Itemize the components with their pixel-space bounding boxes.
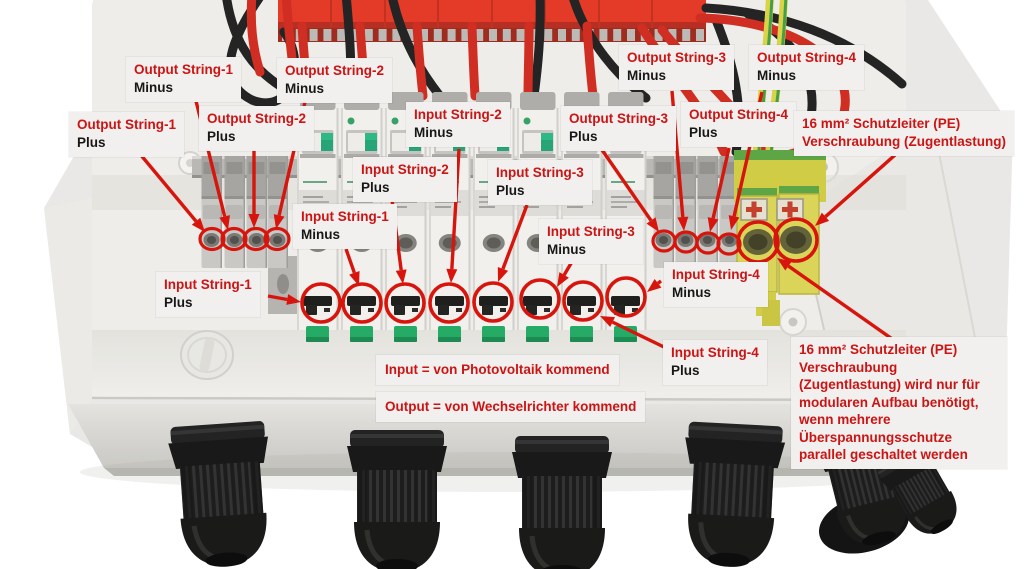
label-output-legend: Output = von Wechselrichter kommend (376, 392, 646, 422)
label-input-legend: Input = von Photovoltaik kommend (376, 355, 619, 385)
label-pe-gland: 16 mm² Schutzleiter (PE)Verschraubung (Z… (794, 111, 1015, 156)
label-pe-note: 16 mm² Schutzleiter (PE) Verschraubung (… (791, 337, 1007, 469)
cable-glands (167, 420, 972, 569)
knockout-disc (180, 330, 234, 380)
